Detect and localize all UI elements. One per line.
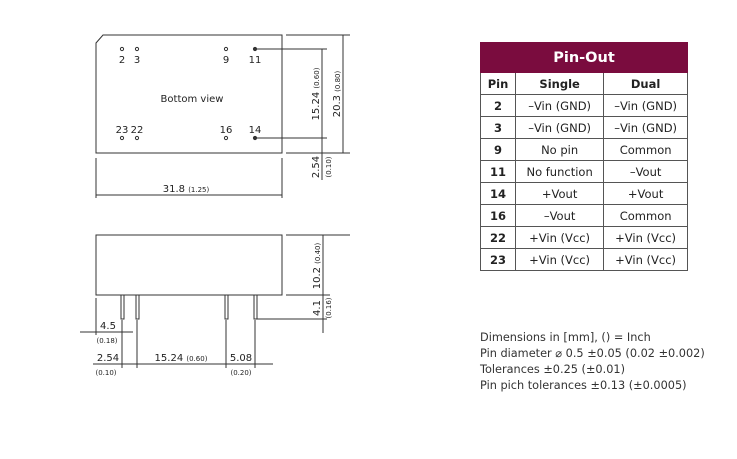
column-header-single: Single bbox=[514, 72, 605, 95]
pin-label: 9 bbox=[223, 55, 229, 66]
svg-text:10.2 (0.40): 10.2 (0.40) bbox=[312, 242, 323, 289]
pin-label: 14 bbox=[249, 125, 262, 136]
side-view-outline bbox=[95, 234, 283, 296]
pin-label: 22 bbox=[131, 125, 144, 136]
pin-label: 23 bbox=[116, 125, 129, 136]
pin-number: 22 bbox=[480, 226, 516, 249]
dual-function: Common bbox=[603, 138, 688, 161]
pin-number: 2 bbox=[480, 94, 516, 117]
dim-value-inch: (0.60) bbox=[313, 67, 321, 88]
pinout-title: Pin-Out bbox=[480, 42, 688, 73]
single-function: –Vin (GND) bbox=[514, 94, 605, 117]
dim-value-inch: (0.60) bbox=[186, 355, 207, 363]
dim-value: 4.1 bbox=[312, 300, 323, 316]
pin-label: 11 bbox=[249, 55, 262, 66]
pin-number: 9 bbox=[480, 138, 516, 161]
pin-number: 23 bbox=[480, 248, 516, 271]
pin-label: 16 bbox=[220, 125, 233, 136]
single-function: +Vout bbox=[514, 182, 605, 205]
dual-function: –Vout bbox=[603, 160, 688, 183]
dim-value-inch: (0.18) bbox=[96, 337, 117, 345]
pin-label: 3 bbox=[134, 55, 140, 66]
dual-function: +Vout bbox=[603, 182, 688, 205]
pin-label: 2 bbox=[119, 55, 125, 66]
dim-value: 15.24 bbox=[311, 92, 322, 121]
dim-value-inch: (0.20) bbox=[230, 369, 251, 377]
dual-function: Common bbox=[603, 204, 688, 227]
dim-value: 31.8 bbox=[163, 184, 185, 195]
dual-function: –Vin (GND) bbox=[603, 116, 688, 139]
dim-value: 10.2 bbox=[312, 267, 323, 289]
table-row: 14+Vout+Vout bbox=[480, 182, 688, 205]
svg-text:20.3 (0.80): 20.3 (0.80) bbox=[332, 70, 343, 117]
dim-value-inch: (0.10) bbox=[95, 369, 116, 377]
dim-value-inch: (0.40) bbox=[314, 242, 322, 263]
dim-value: 2.54 bbox=[97, 353, 119, 364]
table-row: 22+Vin (Vcc)+Vin (Vcc) bbox=[480, 226, 688, 249]
bottom-view-outline bbox=[95, 34, 283, 154]
single-function: No function bbox=[514, 160, 605, 183]
bottom-view-label: Bottom view bbox=[161, 94, 224, 105]
pinout-table: Pin-Out Pin Single Dual 2–Vin (GND)–Vin … bbox=[480, 42, 688, 271]
dim-value: 15.24 bbox=[155, 353, 184, 364]
single-function: –Vin (GND) bbox=[514, 116, 605, 139]
column-header-dual: Dual bbox=[603, 72, 688, 95]
svg-text:31.8 (1.25): 31.8 (1.25) bbox=[163, 184, 210, 195]
svg-text:15.24 (0.60): 15.24 (0.60) bbox=[311, 67, 322, 120]
dim-value: 5.08 bbox=[230, 353, 252, 364]
pin-number: 16 bbox=[480, 204, 516, 227]
dual-function: +Vin (Vcc) bbox=[603, 226, 688, 249]
dimension-notes: Dimensions in [mm], () = Inch Pin diamet… bbox=[480, 330, 705, 394]
pin-number: 11 bbox=[480, 160, 516, 183]
pin-number: 14 bbox=[480, 182, 516, 205]
note-line: Pin pich tolerances ±0.13 (±0.0005) bbox=[480, 379, 687, 392]
dual-function: +Vin (Vcc) bbox=[603, 248, 688, 271]
note-line: Dimensions in [mm], () = Inch bbox=[480, 331, 651, 344]
table-row: 3–Vin (GND)–Vin (GND) bbox=[480, 116, 688, 139]
table-row: 2–Vin (GND)–Vin (GND) bbox=[480, 94, 688, 117]
dim-value-inch: (1.25) bbox=[188, 186, 209, 194]
single-function: –Vout bbox=[514, 204, 605, 227]
dim-value-inch: (0.16) bbox=[325, 297, 333, 318]
single-function: No pin bbox=[514, 138, 605, 161]
note-line: Tolerances ±0.25 (±0.01) bbox=[480, 363, 625, 376]
column-header-pin: Pin bbox=[480, 72, 516, 95]
side-view-pins bbox=[120, 294, 258, 320]
table-row: 23+Vin (Vcc)+Vin (Vcc) bbox=[480, 248, 688, 271]
single-function: +Vin (Vcc) bbox=[514, 248, 605, 271]
dim-value: 4.5 bbox=[100, 321, 116, 332]
dual-function: –Vin (GND) bbox=[603, 94, 688, 117]
note-line: Pin diameter ⌀ 0.5 ±0.05 (0.02 ±0.002) bbox=[480, 347, 705, 360]
dim-value: 20.3 bbox=[332, 95, 343, 117]
dim-value-inch: (0.80) bbox=[334, 70, 342, 91]
dim-value: 2.54 bbox=[311, 156, 322, 178]
pin-number: 3 bbox=[480, 116, 516, 139]
dim-value-inch: (0.10) bbox=[325, 156, 333, 177]
svg-text:15.24 (0.60): 15.24 (0.60) bbox=[155, 353, 208, 364]
single-function: +Vin (Vcc) bbox=[514, 226, 605, 249]
